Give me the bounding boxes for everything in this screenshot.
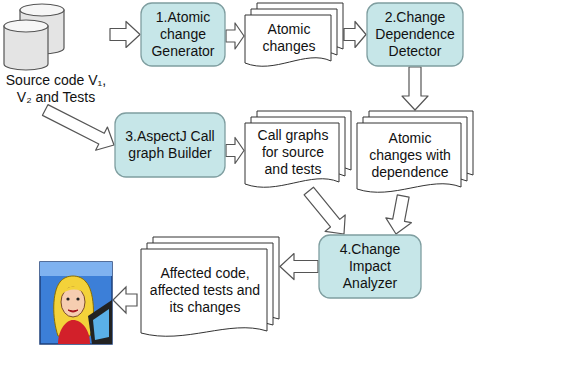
block-arrow [344, 22, 366, 48]
process-box: 3.AspectJ Call graph Builder [114, 112, 226, 178]
node-label: Source code V₁, V₂ and Tests [4, 72, 108, 106]
node-label: 2.Change Dependence Detector [371, 9, 459, 60]
block-arrow [304, 187, 345, 234]
block-arrow [226, 138, 244, 164]
process-box: 2.Change Dependence Detector [366, 2, 464, 67]
user-icon [40, 262, 112, 344]
block-arrow [402, 67, 428, 110]
document-stack: Call graphs for source and tests [244, 110, 352, 191]
document-stack: Affected code, affected tests and its ch… [140, 236, 280, 340]
block-arrow [226, 23, 244, 49]
database-source: Source code V₁, V₂ and Tests [2, 2, 110, 110]
block-arrow [280, 254, 318, 280]
document-stack: Atomic changes with dependence [356, 110, 474, 196]
block-arrow [110, 22, 140, 48]
node-label: Atomic changes with dependence [362, 130, 458, 181]
node-label: 1.Atomic change Generator [145, 9, 221, 60]
node-label: Call graphs for source and tests [250, 127, 336, 178]
document-stack: Atomic changes [244, 2, 344, 70]
node-label: Atomic changes [250, 21, 328, 55]
node-label: 3.AspectJ Call graph Builder [119, 128, 221, 162]
process-box: 1.Atomic change Generator [140, 2, 226, 67]
block-arrow [42, 105, 114, 151]
node-label: 4.Change Impact Analyzer [323, 241, 417, 292]
process-box: 4.Change Impact Analyzer [318, 234, 422, 299]
block-arrow [386, 195, 412, 234]
block-arrow [113, 287, 137, 313]
node-label: Affected code, affected tests and its ch… [146, 265, 264, 316]
